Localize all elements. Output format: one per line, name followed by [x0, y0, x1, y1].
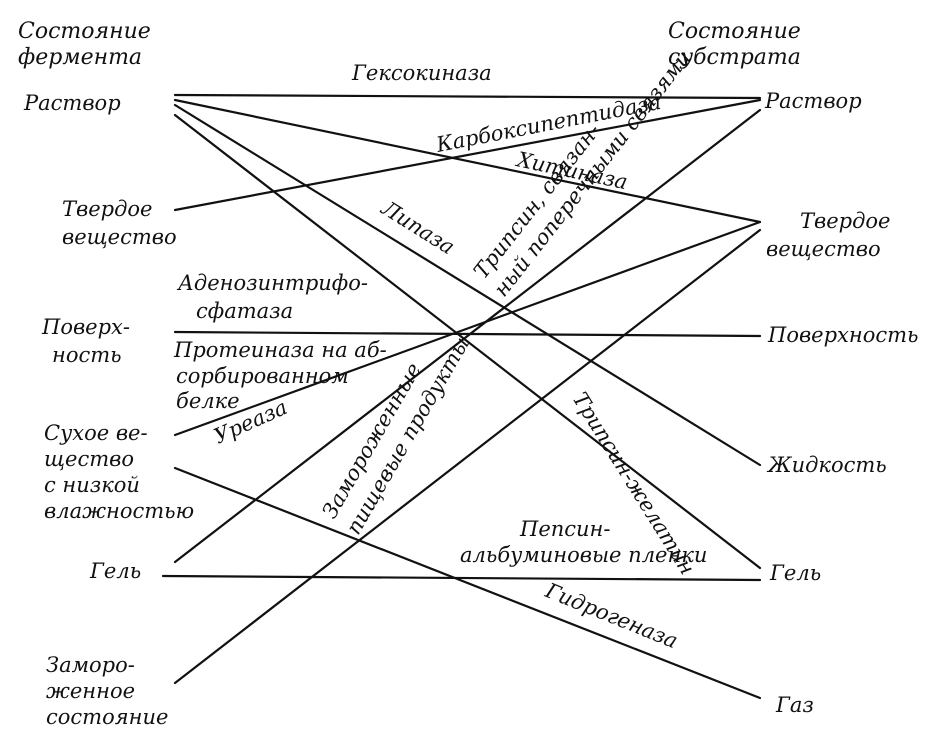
line-hexokinase: [173, 93, 762, 100]
enzyme-state-gel: Гель: [89, 559, 141, 583]
enzyme-state-dry-line-2: щество: [44, 447, 134, 471]
right-header-line-2: субстрата: [668, 45, 801, 70]
label-atpase-line-2: сфатаза: [196, 299, 293, 323]
line-frozen-foods: [173, 228, 762, 685]
left-header-line-2: фермента: [18, 45, 142, 70]
substrate-state-liquid: Жидкость: [766, 453, 887, 477]
enzyme-state-dry-line-4: влажностью: [44, 499, 194, 523]
enzyme-state-frozen-line-3: состояние: [46, 705, 168, 729]
line-chitinase: [173, 98, 762, 224]
label-hydrogenase: Гидрогеназа: [541, 578, 681, 653]
enzyme-state-dry-line-3: с низкой: [44, 473, 140, 497]
enzyme-state-frozen-line-1: Заморо-: [46, 653, 135, 677]
substrate-state-solid-line-2: вещество: [766, 237, 881, 261]
label-proteinase-line-2: сорбированном: [176, 364, 349, 388]
enzyme-state-solid-line-2: вещество: [62, 225, 177, 249]
label-proteinase-line-3: белке: [176, 389, 240, 413]
line-trypsin-gelatin: [173, 113, 762, 570]
line-carboxypeptidase: [173, 98, 762, 212]
enzyme-state-surface-line-2: ность: [52, 343, 122, 367]
label-lipase: Липаза: [377, 195, 459, 259]
enzyme-state-frozen-line-2: женное: [46, 679, 135, 703]
line-trypsin-crosslinked: [173, 108, 762, 564]
label-pepsin-albumin-line-1: Пепсин-: [519, 517, 610, 541]
enzyme-state-dry-line-1: Сухое ве-: [44, 421, 148, 445]
right-header-line-1: Состояние: [668, 19, 801, 44]
label-proteinase-line-1: Протеиназа на аб-: [173, 338, 387, 362]
label-atpase-line-1: Аденозинтрифо-: [176, 271, 368, 295]
substrate-state-solid-line-1: Твердое: [800, 209, 890, 233]
enzyme-state-solution: Раствор: [23, 91, 121, 115]
left-header-line-1: Состояние: [18, 19, 151, 44]
substrate-state-gel: Гель: [769, 561, 821, 585]
label-trypsin-crosslinked-line-2: ный поперечными связями: [489, 46, 696, 301]
substrate-state-gas: Газ: [775, 693, 814, 717]
line-pepsin-albumin: [161, 574, 762, 582]
label-pepsin-albumin-line-2: альбуминовые пленки: [460, 543, 707, 567]
line-hydrogenase: [173, 466, 762, 700]
line-atpase: [173, 330, 762, 338]
enzyme-state-surface-line-1: Поверх-: [41, 315, 130, 339]
line-lipase: [173, 103, 762, 467]
label-hexokinase: Гексокиназа: [351, 61, 492, 85]
enzyme-state-solid-line-1: Твердое: [62, 197, 152, 221]
substrate-state-surface: Поверхность: [767, 323, 918, 347]
line-proteinase-adsorbed: [173, 220, 762, 437]
substrate-state-solution: Раствор: [764, 89, 862, 113]
